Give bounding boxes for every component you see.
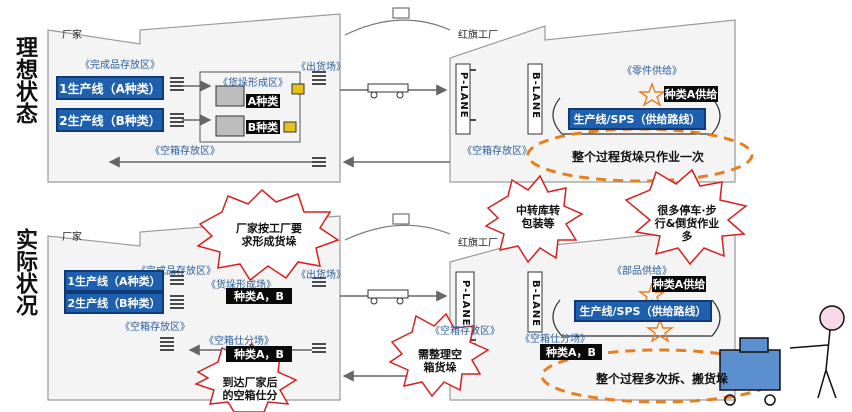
actual-sort-area-factory: 《空箱仕分场》 (520, 330, 590, 345)
ideal-blane: B-LANE (530, 72, 541, 119)
actual-ship-area: 《出货场》 (296, 266, 346, 281)
ideal-supplier-label: 厂家 (62, 26, 82, 41)
ideal-plane: P-LANE (458, 72, 469, 119)
burst-4-text: 需整理空箱货垛 (414, 348, 466, 374)
ideal-factory-label: 红旗工厂 (458, 26, 498, 41)
actual-section-label: 实际状况 (8, 228, 38, 316)
actual-crate-ab3: 种类A，B (540, 344, 602, 360)
actual-supply-a: 种类A供给 (652, 276, 706, 292)
actual-line1: 1生产线（A种类） (64, 270, 164, 292)
worker-cart-icon (720, 306, 844, 405)
actual-empty-area-factory: 《空箱存放区》 (430, 322, 500, 337)
ideal-truck-icon (368, 84, 408, 98)
ideal-ship-area: 《出货场》 (296, 58, 346, 73)
actual-many-note: 整个过程多次拆、搬货垛 (596, 370, 728, 387)
actual-crate-ab2: 种类A，B (226, 346, 292, 362)
actual-blane: B-LANE (530, 280, 541, 327)
actual-sps-line: 生产线/SPS（供给路线） (574, 300, 712, 322)
ideal-empty-area-supplier: 《空箱存放区》 (150, 142, 220, 157)
ideal-finished-area: 《完成品存放区》 (80, 56, 160, 71)
ideal-line1: 1生产线（A种类） (56, 76, 164, 100)
ideal-section-label: 理想状态 (8, 36, 38, 124)
actual-sort-area-supplier: 《空箱仕分场》 (204, 332, 274, 347)
ideal-crate-a: A种类 (246, 94, 280, 108)
ideal-crate-b: B种类 (246, 120, 280, 134)
burst-1-text: 厂家按工厂要求形成货垛 (236, 222, 302, 248)
ideal-section-text: 理想状态 (8, 36, 40, 124)
ideal-sps-line: 生产线/SPS（供给路线） (568, 108, 706, 130)
actual-parts-supply: 《部品供给》 (612, 262, 672, 277)
actual-empty-area-supplier: 《空箱存放区》 (120, 318, 190, 333)
ideal-formation-area: 《货垛形成区》 (218, 74, 288, 89)
ideal-parts-supply: 《零件供给》 (622, 62, 682, 77)
ideal-top-curve (345, 20, 450, 35)
burst-2-text: 中转库转包装等 (514, 204, 562, 230)
ideal-line2: 2生产线（B种类） (56, 108, 164, 132)
ideal-empty-area-factory: 《空箱存放区》 (462, 142, 532, 157)
actual-line2: 2生产线（B种类） (64, 292, 164, 314)
actual-plane: P-LANE (460, 280, 471, 327)
ideal-supply-a: 种类A供给 (664, 86, 718, 102)
actual-factory-label: 红旗工厂 (458, 234, 498, 249)
burst-3-text: 很多停车·步行&倒货作业多 (654, 204, 720, 243)
burst-5-text: 到达厂家后的空箱仕分 (218, 376, 282, 402)
actual-crate-ab: 种类A，B (226, 288, 292, 304)
actual-supplier-label: 厂家 (62, 228, 82, 243)
actual-section-text: 实际状况 (8, 228, 40, 316)
ideal-once-note: 整个过程货垛只作业一次 (572, 148, 704, 165)
